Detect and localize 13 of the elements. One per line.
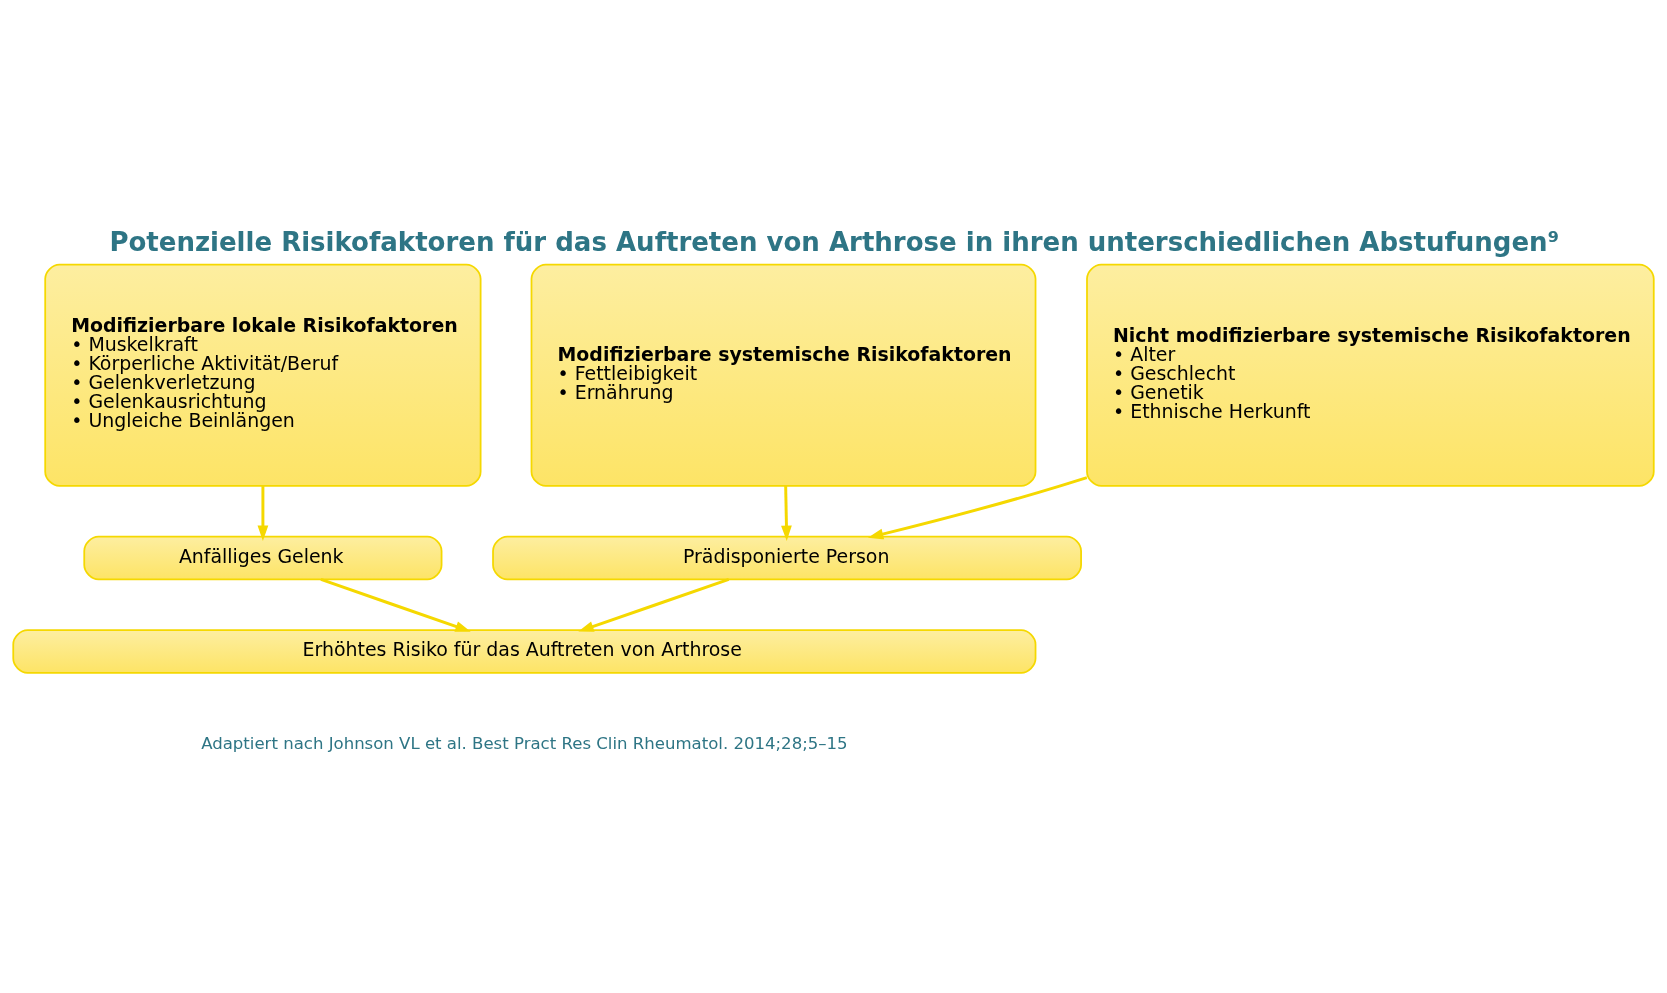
node-box: Prädisponierte Person — [492, 535, 1082, 581]
node-box: Modifizierbare systemische Risikofaktoren • Fettleibigkeit • Ernährung — [530, 263, 1037, 487]
node-box: Anfälliges Gelenk — [83, 535, 443, 581]
diagram-title: Potenzielle Risikofaktoren für das Auftreten von Arthrose in ihren unterschiedlichen Abstufungen⁹ — [109, 227, 1560, 258]
node-box: Nicht modifizierbare systemische Risikofaktoren • Alter • Geschlecht • Genetik • Ethnische Herkunft — [1086, 263, 1655, 487]
arrow — [320, 578, 471, 632]
arrow — [257, 486, 269, 541]
arrow — [578, 578, 730, 632]
arrow — [867, 476, 1088, 540]
node-box: Erhöhtes Risiko für das Auftreten von Arthrose — [12, 629, 1037, 674]
label: Adaptiert nach Johnson VL et al. Best Pract Res Clin Rheumatol. 2014;28;5–15 — [201, 734, 848, 754]
node-box: Modifizierbare lokale Risikofaktoren • Muskelkraft • Körperliche Aktivität/Beruf • Gelenkverletzung • Gelenkausrichtung • Ungleiche Beinlängen — [44, 263, 482, 487]
arrow — [781, 486, 792, 541]
